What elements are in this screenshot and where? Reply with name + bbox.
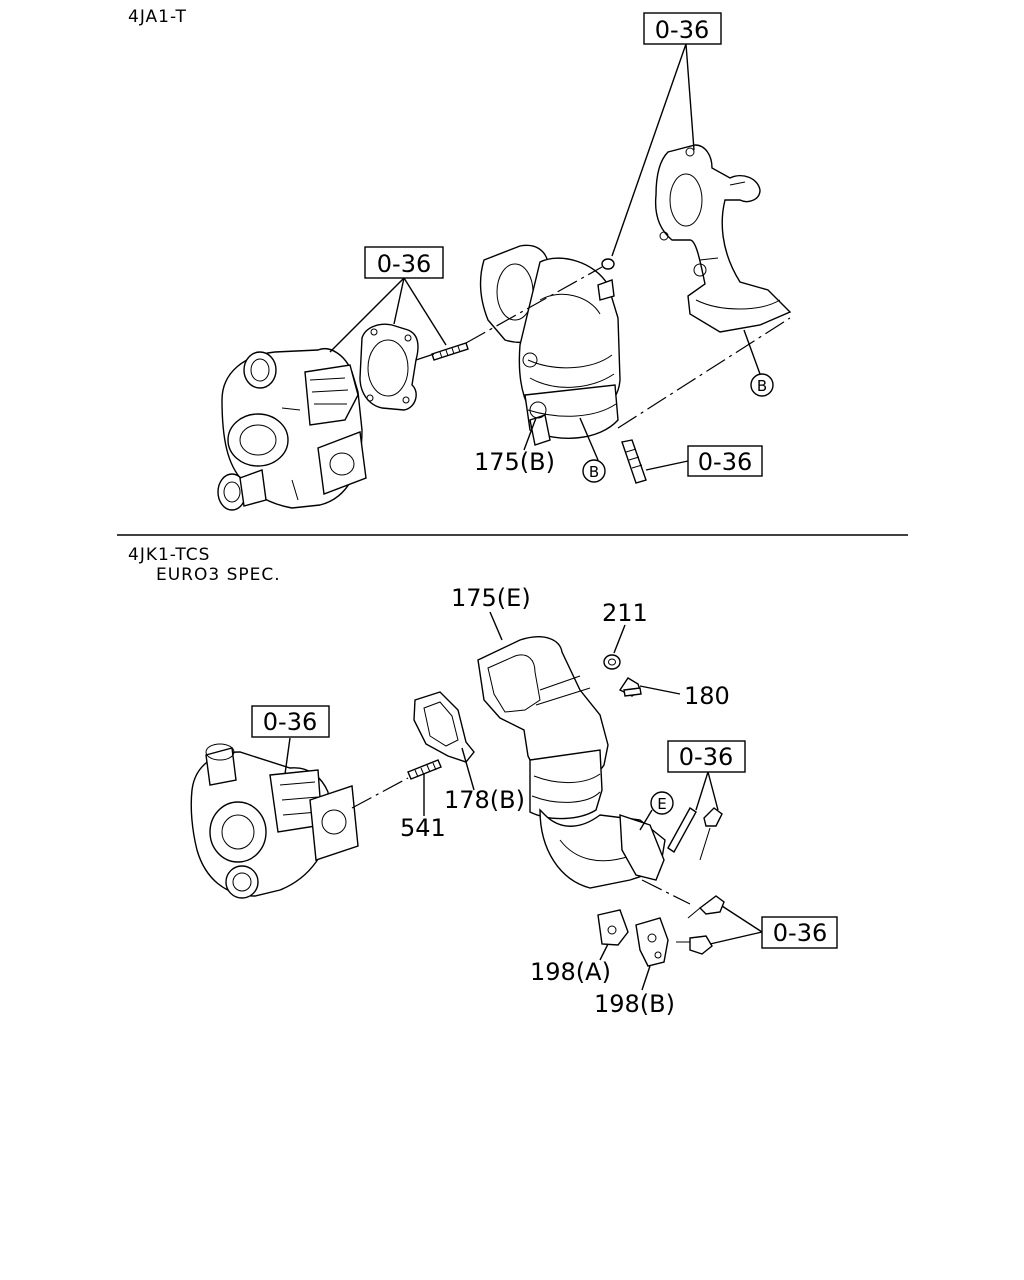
section-subtitle-euro3: EURO3 SPEC.: [156, 565, 281, 585]
turbocharger-top: [217, 348, 367, 511]
ref-label-bottom-2: 0-36: [679, 743, 733, 771]
section-title-4jk1tcs: 4JK1-TCS: [128, 545, 210, 565]
ref-label-top-2: 0-36: [377, 250, 431, 278]
stud-541: [407, 759, 442, 780]
ref-box-bottom-2: 0-36: [667, 740, 746, 773]
nut-211: [603, 654, 621, 670]
ref-box-top-3: 0-36: [687, 445, 763, 477]
gasket-top: [359, 323, 419, 411]
catalytic-converter-top: [479, 244, 621, 446]
circle-marker-e1: E: [650, 791, 674, 815]
ref-box-top-1: 0-36: [643, 12, 722, 45]
circle-marker-e1-label: E: [657, 795, 666, 813]
ref-label-top-1: 0-36: [655, 16, 709, 44]
bolts-198-group: [676, 895, 725, 955]
part-label-198b: 198(B): [594, 990, 675, 1018]
bolt-180: [618, 677, 642, 697]
circle-marker-b2-label: B: [589, 463, 599, 481]
turbocharger-bottom: [190, 743, 359, 899]
stud-top: [431, 342, 469, 361]
ref-label-bottom-1: 0-36: [263, 708, 317, 736]
exhaust-pipe-top: [654, 144, 792, 333]
ref-box-bottom-3: 0-36: [761, 916, 838, 949]
part-label-541: 541: [400, 814, 446, 842]
gasket-178b: [413, 691, 475, 763]
leaders-top: [329, 43, 791, 471]
ref-box-top-2: 0-36: [364, 246, 444, 279]
part-label-175e: 175(E): [451, 584, 531, 612]
ref-box-bottom-1: 0-36: [251, 705, 330, 738]
circle-marker-b1-label: B: [757, 377, 767, 395]
nut-top: [601, 258, 615, 270]
part-label-175b: 175(B): [474, 448, 555, 476]
ref-label-bottom-3: 0-36: [773, 919, 827, 947]
bracket-198a: [597, 909, 629, 946]
part-label-211: 211: [602, 599, 648, 627]
circle-marker-b2: B: [582, 459, 606, 483]
leaders-bottom: [284, 611, 763, 991]
bolt-top: [621, 439, 647, 484]
ref-label-top-3: 0-36: [698, 448, 752, 476]
exhaust-pipe-175e: [477, 636, 666, 889]
section-title-4ja1t: 4JA1-T: [128, 7, 187, 27]
bracket-198b: [635, 917, 669, 967]
part-label-180: 180: [684, 682, 730, 710]
part-label-198a: 198(A): [530, 958, 611, 986]
circle-marker-b1: B: [750, 373, 774, 397]
part-label-178b: 178(B): [444, 786, 525, 814]
bolts-e-group: [667, 806, 723, 861]
